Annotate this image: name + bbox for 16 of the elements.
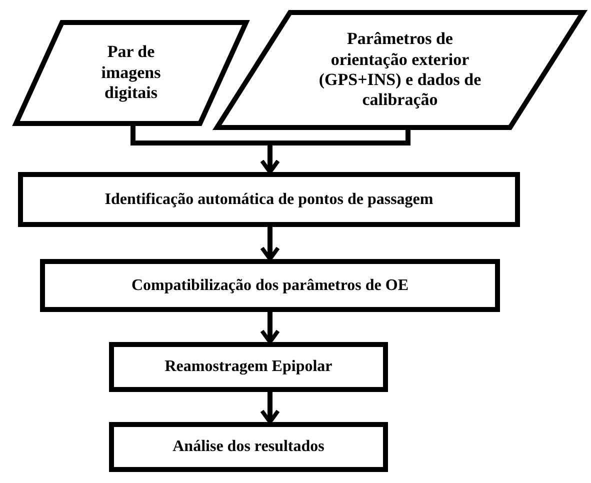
process-box xyxy=(40,259,500,312)
process-box xyxy=(109,422,388,472)
node-label: Parâmetros de orientação exterior (GPS+INS) e dados de calibração xyxy=(318,29,482,111)
node-label: Reamostragem Epipolar xyxy=(164,357,334,377)
input-parallelogram xyxy=(215,10,585,130)
process-box xyxy=(109,342,388,392)
node-label: Identificação automática de pontos de passagem xyxy=(104,190,434,210)
node-label: Par de imagens digitais xyxy=(100,42,162,104)
input-parallelogram xyxy=(14,20,248,126)
arrow xyxy=(260,312,280,344)
node-label: Compatibilização dos parâmetros de OE xyxy=(130,276,410,296)
node-label: Análise dos resultados xyxy=(172,437,326,457)
process-box xyxy=(18,172,520,227)
arrow xyxy=(260,392,280,424)
arrow xyxy=(260,130,410,174)
arrow xyxy=(260,227,280,261)
